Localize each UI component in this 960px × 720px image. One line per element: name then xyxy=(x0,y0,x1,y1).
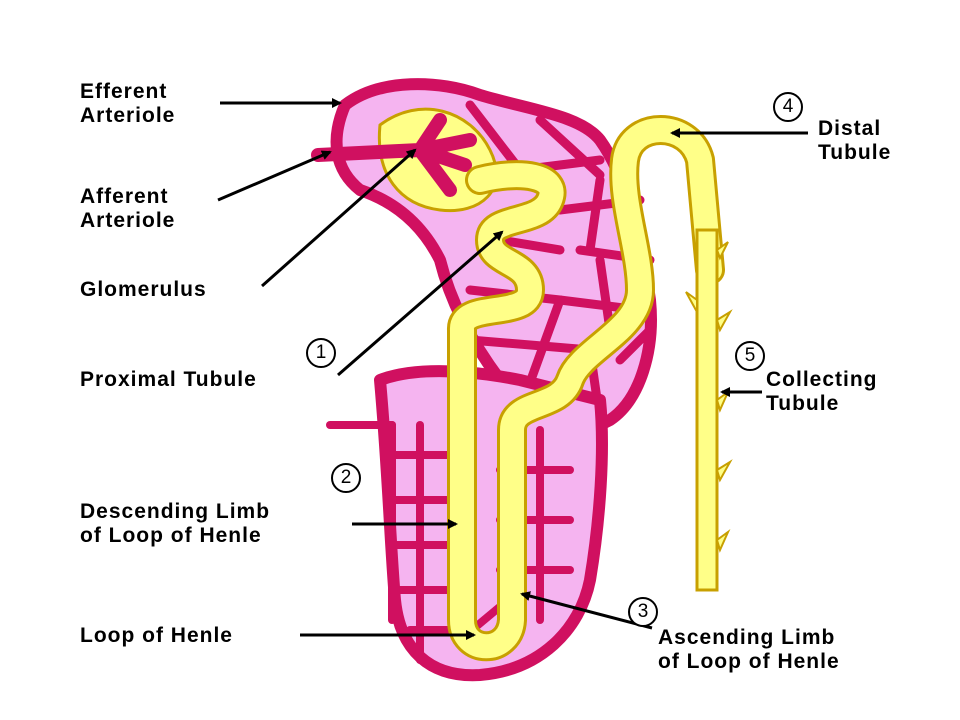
label-ascending-limb: Ascending Limb of Loop of Henle xyxy=(658,626,840,673)
label-collecting-tubule: Collecting Tubule xyxy=(766,368,878,415)
label-loop-of-henle: Loop of Henle xyxy=(80,624,233,647)
collecting-tubule xyxy=(685,228,733,592)
arrow-proximal xyxy=(337,230,504,377)
label-efferent-arteriole: Efferent Arteriole xyxy=(80,80,176,127)
label-proximal-tubule: Proximal Tubule xyxy=(80,368,257,391)
label-afferent-arteriole: Afferent Arteriole xyxy=(80,185,176,232)
label-glomerulus: Glomerulus xyxy=(80,278,207,301)
tubule-path xyxy=(447,115,725,662)
label-distal-tubule: Distal Tubule xyxy=(818,117,892,164)
arrow-ascending xyxy=(520,591,653,630)
marker-5: 5 xyxy=(735,341,765,371)
marker-2: 2 xyxy=(331,463,361,493)
marker-1: 1 xyxy=(306,338,336,368)
arrow-afferent xyxy=(217,150,332,202)
arrow-glomerulus xyxy=(261,148,417,288)
pointer-arrows xyxy=(217,98,808,640)
glomerular-capillaries xyxy=(311,113,477,197)
label-descending-limb: Descending Limb of Loop of Henle xyxy=(80,500,271,547)
marker-3: 3 xyxy=(628,597,658,627)
marker-4: 4 xyxy=(773,92,803,122)
